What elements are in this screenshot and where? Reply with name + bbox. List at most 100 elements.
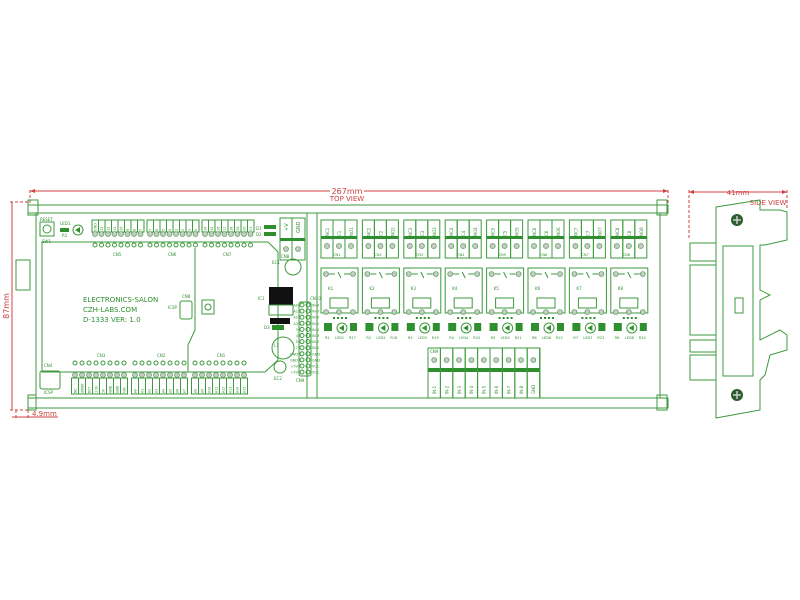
pin-label: 17	[223, 227, 227, 231]
pin-label: IN-7	[312, 310, 319, 314]
pin-label: A12	[222, 387, 226, 393]
pin-label: GND	[290, 352, 298, 356]
relay-label: K1	[328, 286, 334, 291]
pin-label: A11	[215, 387, 219, 393]
pin-label: A8	[194, 389, 198, 393]
resistor-label: R4	[449, 336, 454, 340]
terminal-label: CN8	[623, 253, 630, 257]
pin-label: NO4	[473, 227, 478, 236]
pin-label: NC8	[615, 227, 620, 236]
terminal-pin[interactable]	[180, 377, 188, 395]
width-label: 267mm	[332, 187, 363, 196]
terminal-label: CN3	[416, 253, 423, 257]
relay-label: K8	[618, 286, 624, 291]
pin-label: IN-1	[432, 385, 437, 394]
pin-label: 7	[139, 229, 143, 231]
pin-label: A1	[141, 389, 145, 393]
relay-k7	[568, 267, 607, 334]
pin-label: GND	[116, 385, 120, 393]
arduino-board-outline	[41, 241, 279, 373]
pin-label: A2	[148, 389, 152, 393]
pin-label: A6	[176, 389, 180, 393]
pin-label: GND	[531, 385, 536, 394]
pin-label: 19	[236, 227, 240, 231]
pin-label: IN-5	[482, 385, 487, 394]
reset-button[interactable]	[39, 221, 55, 237]
r-label: R1	[62, 233, 68, 238]
pin-label: IN-8	[312, 304, 319, 308]
relay-label: K6	[535, 286, 541, 291]
led-icon	[377, 322, 389, 334]
pin-label: IN-8	[519, 385, 524, 394]
side-view: 41mm SIDE VIEW	[688, 189, 788, 419]
side-view-label: SIDE VIEW	[750, 199, 787, 207]
pin-label: IN-3	[312, 334, 319, 338]
terminal-pin[interactable]	[240, 377, 248, 395]
pin-label: 20	[243, 227, 247, 231]
pin-label: A7	[183, 389, 187, 393]
relay-terminal-cn4	[444, 219, 482, 259]
pin-label: IN-1	[312, 346, 319, 350]
header-label: CN7	[223, 252, 232, 257]
silkscreen-line3: D-1333 VER: 1.0	[83, 316, 141, 324]
pin-label: A2	[293, 316, 298, 320]
pin-label: A3	[293, 322, 298, 326]
resistor-label: R24	[639, 336, 647, 340]
pin-label: VCC	[312, 365, 320, 369]
pin-label: 4	[168, 228, 172, 231]
pin-label: IN-4	[312, 328, 320, 332]
resistor-label: R6	[532, 336, 537, 340]
led-icon	[72, 224, 84, 236]
resistor-label: R7	[573, 336, 578, 340]
ic1-label: IC1	[258, 296, 265, 301]
pin-label: NC5	[491, 227, 496, 236]
icsp-label: ICSP	[168, 305, 178, 310]
pin-label: A13	[229, 387, 233, 393]
header-label: CN3	[97, 353, 106, 358]
ic1-regulator	[269, 287, 293, 305]
pin-label: GND	[312, 352, 320, 356]
pin-label: A0	[293, 304, 298, 308]
input-terminal-pin[interactable]	[526, 347, 541, 399]
relay-label: K5	[494, 286, 500, 291]
pin-label: IN-2	[312, 340, 319, 344]
header-cn7	[201, 219, 255, 248]
pin-label: 5V	[102, 388, 106, 393]
pin-label: C1	[337, 230, 342, 236]
resistor-label: R5	[491, 336, 496, 340]
pin-label: 5	[162, 229, 166, 231]
relay-terminal-cn2	[361, 219, 399, 259]
pin-label: A15	[243, 387, 247, 393]
resistor-label: R21	[515, 336, 522, 340]
pin-label: A10	[208, 387, 212, 393]
pin-label: 4	[296, 334, 299, 338]
power-plus-label: +V	[284, 223, 290, 231]
pin-label: NC7	[573, 227, 578, 236]
pin-label: C8	[627, 230, 632, 236]
power-cn-label: CN8	[281, 254, 290, 259]
pin-label: 3.3V	[95, 385, 99, 393]
led-icon	[626, 322, 638, 334]
pin-label: 15	[210, 227, 214, 231]
pin-label: 3	[296, 328, 298, 332]
pin-label: NC3	[408, 227, 413, 236]
header-label: CN5	[113, 252, 122, 257]
resistor-label: R17	[349, 336, 356, 340]
pin-label: 7	[149, 229, 153, 231]
terminal-pin[interactable]	[120, 377, 128, 395]
terminal-label: CN1	[333, 253, 340, 257]
pin-label: NC2	[366, 227, 371, 236]
header-label: CN2	[157, 353, 166, 358]
sw-label: SW1	[42, 239, 51, 244]
pin-label: NO6	[556, 227, 561, 236]
pin-label: 13	[100, 227, 104, 231]
pin-label: C3	[420, 230, 425, 236]
pin-label: 3	[175, 229, 179, 231]
pin-label: NO8	[639, 227, 644, 236]
pin-label: GND	[312, 358, 320, 362]
led-icon	[502, 322, 514, 334]
led-label: LED1	[60, 221, 71, 226]
pin-label: A9	[201, 389, 205, 393]
resistor-label: R22	[556, 336, 563, 340]
